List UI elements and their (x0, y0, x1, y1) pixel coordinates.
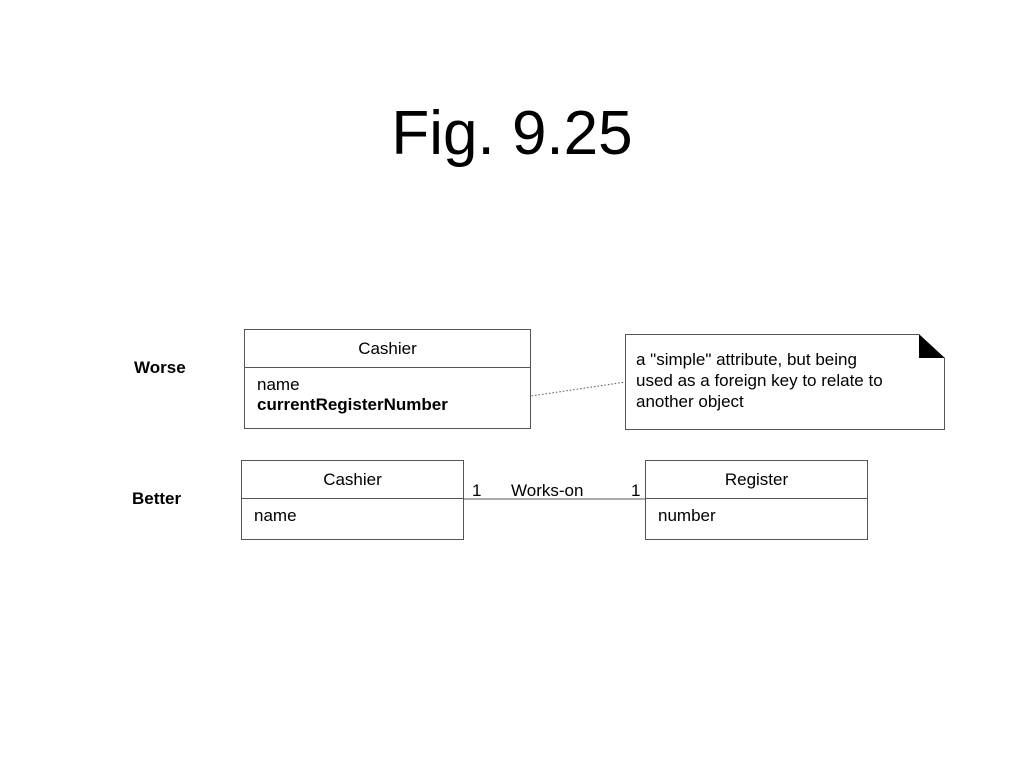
attribute-current-register-number: currentRegisterNumber (257, 395, 448, 414)
note-line: a "simple" attribute, but being (636, 350, 857, 369)
class-attributes: number (646, 499, 867, 533)
attribute-name: name (254, 506, 297, 525)
right-multiplicity: 1 (631, 481, 641, 500)
worse-label: Worse (134, 358, 186, 377)
better-label: Better (132, 489, 182, 508)
worse-cashier-class: Cashier name currentRegisterNumber (244, 329, 531, 429)
better-register-class: Register number (645, 460, 868, 540)
class-name: Cashier (245, 330, 530, 368)
class-name: Cashier (242, 461, 463, 499)
class-attributes: name (242, 499, 463, 533)
figure-title: Fig. 9.25 (391, 99, 633, 168)
note-line: used as a foreign key to relate to (636, 371, 883, 390)
left-multiplicity: 1 (472, 481, 482, 500)
attribute-number: number (658, 506, 716, 525)
class-name: Register (646, 461, 867, 499)
uml-note: a "simple" attribute, but being used as … (625, 334, 945, 430)
note-line: another object (636, 392, 744, 411)
attribute-name: name (257, 375, 300, 394)
class-attributes: name currentRegisterNumber (245, 368, 530, 422)
association-name: Works-on (511, 481, 584, 500)
note-fold-icon (919, 334, 945, 358)
better-cashier-class: Cashier name (241, 460, 464, 540)
